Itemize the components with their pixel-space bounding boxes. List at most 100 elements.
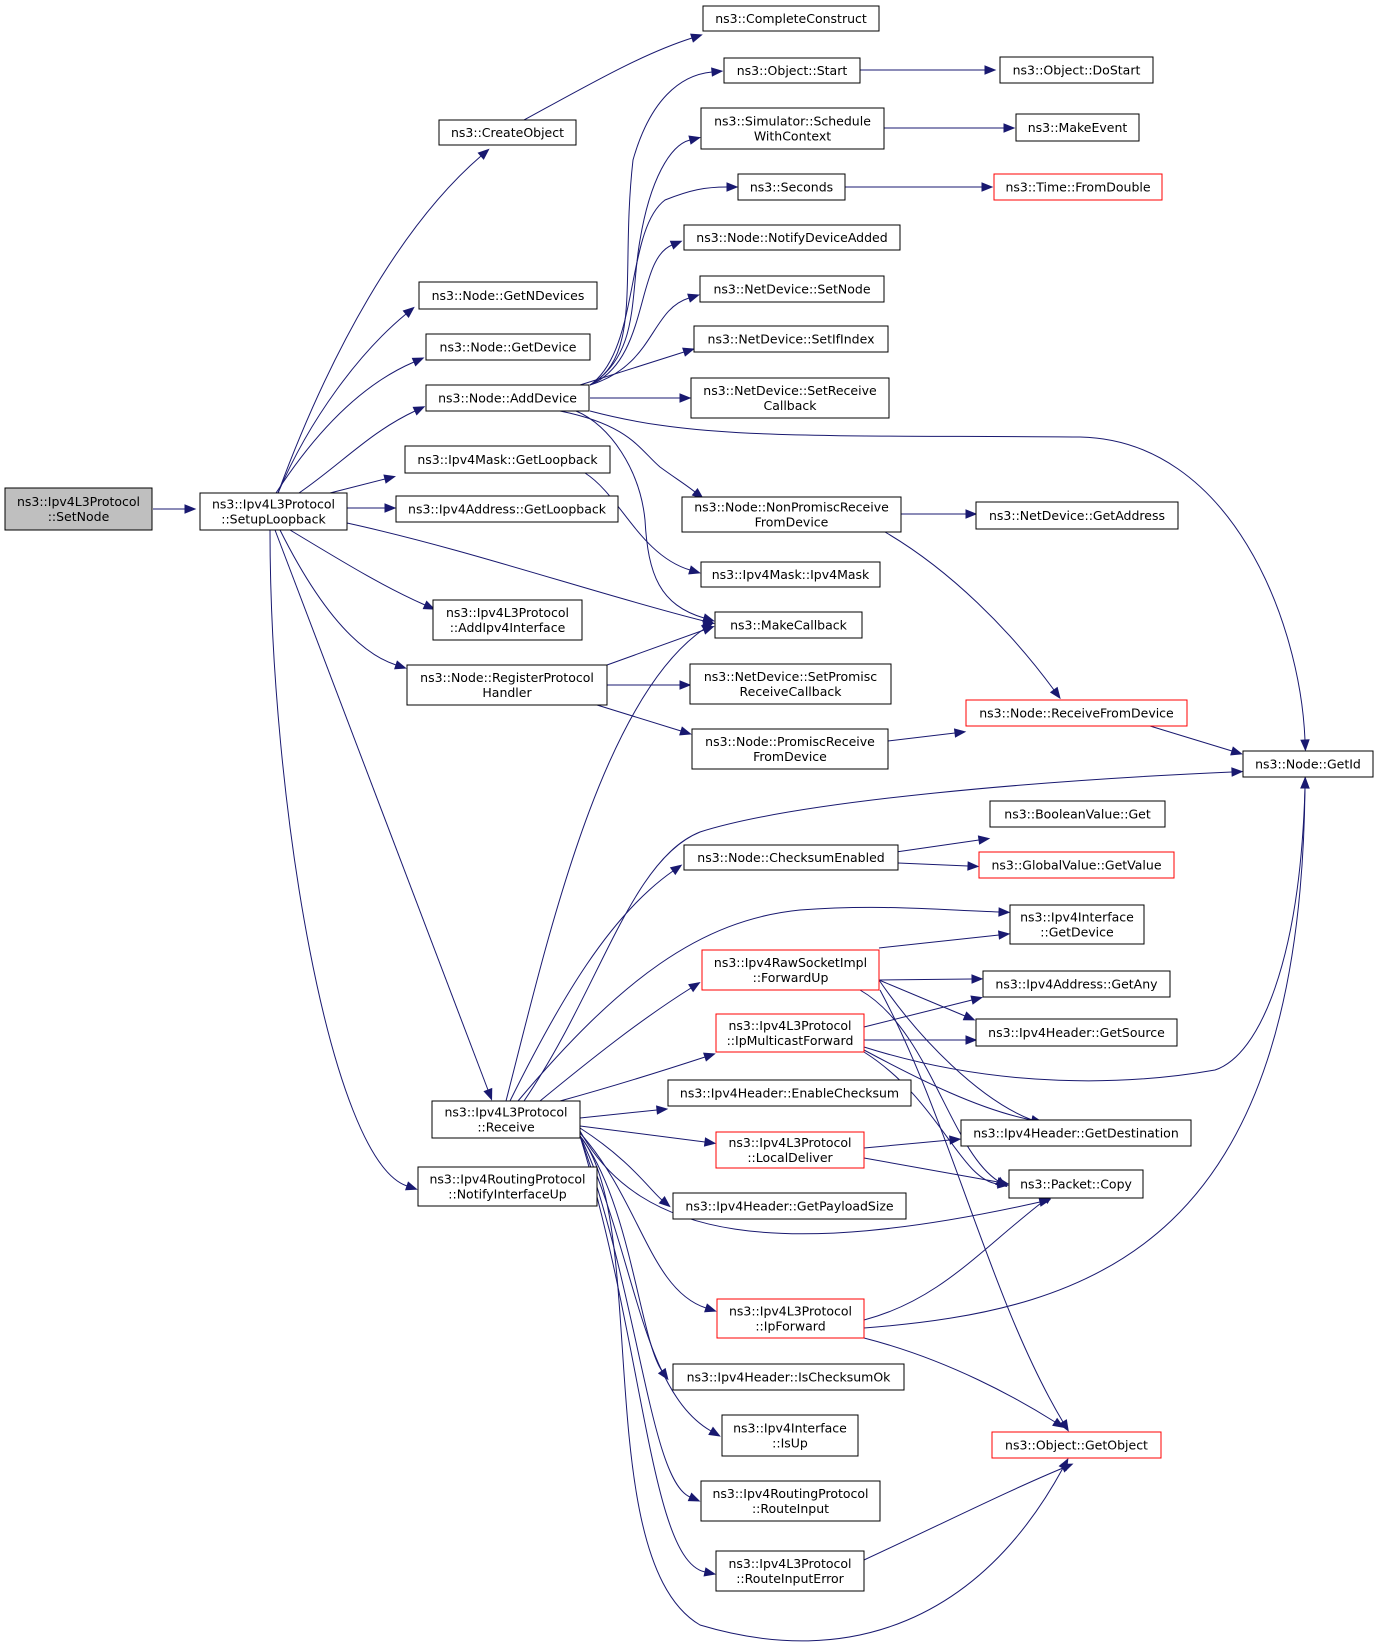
edge-receive-to-enablechecksum (579, 1105, 669, 1119)
node-receive[interactable]: ns3::Ipv4L3Protocol::Receive (431, 1100, 581, 1139)
edge-checksumenabled-to-booleanget (895, 835, 991, 853)
node-box (701, 949, 880, 991)
edge-receive-to-ipmulticastforward (559, 1052, 716, 1102)
node-label-line: ns3::NetDevice::SetPromisc (704, 669, 877, 684)
arrowhead (962, 1011, 976, 1021)
node-ipmulticastforward[interactable]: ns3::Ipv4L3Protocol::IpMulticastForward (715, 1013, 865, 1053)
node-label-line: ::NotifyInterfaceUp (448, 1187, 566, 1202)
node-localdeliver[interactable]: ns3::Ipv4L3Protocol::LocalDeliver (715, 1131, 865, 1169)
node-label-line: ns3::Packet::Copy (1020, 1177, 1132, 1192)
node-ipforward[interactable]: ns3::Ipv4L3Protocol::IpForward (716, 1298, 865, 1339)
arrowhead (1003, 123, 1016, 133)
node-ischecksumok[interactable]: ns3::Ipv4Header::IsChecksumOk (672, 1363, 905, 1391)
node-getndevices[interactable]: ns3::Node::GetNDevices (418, 281, 598, 310)
node-label-line: ns3::Node::ReceiveFromDevice (979, 706, 1174, 721)
node-addipv4interface[interactable]: ns3::Ipv4L3Protocol::AddIpv4Interface (432, 599, 583, 641)
arrowhead (700, 622, 714, 634)
node-box (993, 173, 1163, 201)
node-box (425, 384, 590, 412)
node-forwardup[interactable]: ns3::Ipv4RawSocketImpl::ForwardUp (701, 949, 880, 991)
edge-receivefromdevice-to-getid (1149, 725, 1243, 756)
node-label-line: WithContext (754, 129, 831, 144)
node-createobject[interactable]: ns3::CreateObject (438, 119, 577, 146)
node-label-line: ns3::Ipv4RoutingProtocol (429, 1172, 585, 1187)
node-getpayloadsize[interactable]: ns3::Ipv4Header::GetPayloadSize (672, 1192, 907, 1220)
node-packetcopy[interactable]: ns3::Packet::Copy (1008, 1169, 1144, 1199)
node-box (418, 281, 598, 310)
node-getany[interactable]: ns3::Ipv4Address::GetAny (982, 970, 1171, 998)
edge-adddevice-to-notifydeviceadded (589, 240, 683, 386)
node-getdestination[interactable]: ns3::Ipv4Header::GetDestination (960, 1119, 1192, 1147)
node-label-line: FromDevice (753, 749, 827, 764)
node-box (715, 1131, 865, 1169)
node-checksumenabled[interactable]: ns3::Node::ChecksumEnabled (683, 844, 899, 871)
node-label-line: ns3::NetDevice::SetIfIndex (708, 332, 875, 347)
node-getdevice[interactable]: ns3::Node::GetDevice (425, 333, 591, 361)
node-seconds[interactable]: ns3::Seconds (737, 173, 846, 201)
arrowhead (1230, 746, 1243, 756)
node-objectstart[interactable]: ns3::Object::Start (723, 57, 861, 84)
node-ifacegetdevice[interactable]: ns3::Ipv4Interface::GetDevice (1009, 904, 1145, 945)
node-maskgetloopback[interactable]: ns3::Ipv4Mask::GetLoopback (404, 445, 611, 474)
node-label-line: ns3::Node::NonPromiscReceive (694, 500, 889, 515)
node-booleanget[interactable]: ns3::BooleanValue::Get (989, 800, 1166, 828)
node-enablechecksum[interactable]: ns3::Ipv4Header::EnableChecksum (667, 1079, 912, 1107)
node-getaddress[interactable]: ns3::NetDevice::GetAddress (975, 501, 1179, 530)
edge-setuploopback-to-getdevice (275, 357, 425, 494)
edge-receive-to-ifaceisup (579, 1135, 721, 1437)
node-setifindex[interactable]: ns3::NetDevice::SetIfIndex (693, 325, 889, 353)
node-label-line: Callback (763, 398, 817, 413)
node-box (683, 224, 901, 251)
node-routeinputerror[interactable]: ns3::Ipv4L3Protocol::RouteInputError (715, 1550, 865, 1592)
edge-setuploopback-to-createobject (277, 148, 490, 494)
edge-ipforward-to-getid (863, 776, 1310, 1329)
arrowhead (708, 1426, 721, 1437)
arrowhead (402, 306, 415, 318)
node-getobject[interactable]: ns3::Object::GetObject (991, 1431, 1162, 1459)
node-makeevent[interactable]: ns3::MakeEvent (1015, 113, 1140, 142)
node-setpromiscreceivecallback[interactable]: ns3::NetDevice::SetPromiscReceiveCallbac… (689, 663, 892, 705)
node-label-line: ns3::Simulator::Schedule (714, 114, 871, 129)
edge-adddevice-to-setifindex (579, 347, 695, 386)
node-ipv4mask[interactable]: ns3::Ipv4Mask::Ipv4Mask (700, 561, 881, 588)
node-completeconstruct[interactable]: ns3::CompleteConstruct (702, 5, 880, 32)
node-getid[interactable]: ns3::Node::GetId (1242, 750, 1374, 778)
edge-registerprotocolhandler-to-makecallback (606, 625, 715, 666)
node-label-line: ns3::Ipv4RawSocketImpl (714, 955, 867, 970)
node-fromdouble[interactable]: ns3::Time::FromDouble (993, 173, 1163, 201)
node-addrgetloopback[interactable]: ns3::Ipv4Address::GetLoopback (395, 495, 619, 523)
arrowhead (1060, 1463, 1074, 1473)
node-label-line: ns3::NetDevice::SetNode (713, 282, 870, 297)
edge-receive-to-ifacegetdevice (517, 906, 1011, 1102)
node-notifyinterfaceup[interactable]: ns3::Ipv4RoutingProtocol::NotifyInterfac… (417, 1166, 598, 1207)
node-label-line: ns3::CreateObject (451, 125, 564, 140)
node-routeinput[interactable]: ns3::Ipv4RoutingProtocol::RouteInput (700, 1480, 881, 1522)
node-setuploopback[interactable]: ns3::Ipv4L3Protocol::SetupLoopback (199, 492, 348, 531)
node-globalgetvalue[interactable]: ns3::GlobalValue::GetValue (978, 851, 1175, 879)
node-box (715, 1013, 865, 1053)
node-receivefromdevice[interactable]: ns3::Node::ReceiveFromDevice (965, 699, 1188, 727)
arrowhead (704, 1303, 717, 1313)
node-netdevsetnode[interactable]: ns3::NetDevice::SetNode (699, 275, 885, 303)
node-label-line: ns3::Ipv4Header::GetSource (988, 1025, 1165, 1040)
node-label-line: ::IpMulticastForward (727, 1033, 854, 1048)
node-label-line: ns3::Seconds (750, 180, 833, 195)
node-label-line: ns3::Ipv4L3Protocol (446, 605, 569, 620)
node-box (672, 1363, 905, 1391)
node-objectdostart[interactable]: ns3::Object::DoStart (999, 56, 1154, 84)
node-getsource[interactable]: ns3::Ipv4Header::GetSource (975, 1018, 1178, 1047)
node-notifydeviceadded[interactable]: ns3::Node::NotifyDeviceAdded (683, 224, 901, 251)
node-ifaceisup[interactable]: ns3::Ipv4Interface::IsUp (721, 1414, 859, 1457)
node-makecallback[interactable]: ns3::MakeCallback (714, 611, 863, 639)
node-label-line: ns3::Ipv4Header::GetDestination (973, 1126, 1179, 1141)
arrowhead (997, 930, 1011, 940)
node-adddevice[interactable]: ns3::Node::AddDevice (425, 384, 590, 412)
node-label-line: ReceiveCallback (740, 684, 843, 699)
node-label-line: ns3::Ipv4Interface (1020, 910, 1134, 925)
node-label-line: ns3::Ipv4Header::GetPayloadSize (685, 1199, 893, 1214)
